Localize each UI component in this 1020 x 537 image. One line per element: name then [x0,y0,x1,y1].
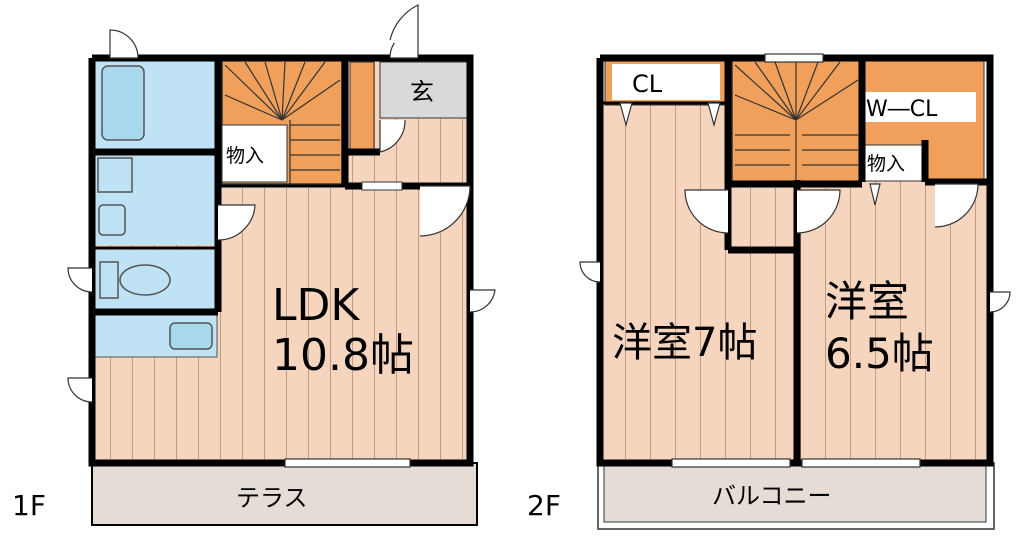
closet-rail [612,64,720,100]
door-swing [469,289,496,313]
door-swing [389,4,419,58]
toilet-icon [119,264,171,296]
door-swing [67,267,93,293]
storage-2f-label: 物入 [867,153,905,175]
storage-2f [863,144,925,182]
closet-label: CL [632,70,663,98]
entrance-label: 玄 [410,78,434,106]
door-swing [684,189,729,234]
balcony-floor [603,465,987,523]
room-center-label: 洋室7帖 [612,320,757,366]
sink-icon [169,322,213,350]
door-swing [379,119,406,153]
washing-machine-icon [97,157,133,193]
window [671,458,791,468]
door-swing [217,204,256,241]
washbasin-icon [98,204,126,236]
door-swing [109,29,139,59]
window [361,181,403,191]
storage-1f [221,124,288,183]
window [284,458,411,468]
window [764,53,824,63]
floor-1f: 物入 玄 [12,4,496,526]
terrace-label: テラス [236,484,308,512]
door-swing [869,183,881,206]
room-west-label: 洋室 [825,277,909,326]
door-swing [619,102,633,128]
door-swing [579,261,601,283]
floor-label-2f: 2F [527,489,561,522]
terrace [91,462,478,526]
door-swing [707,102,721,128]
floor-2f: CL W―CL 物入 [527,53,1011,530]
bathtub-icon [101,65,145,141]
door-swing [934,183,979,228]
ldk-label: LDK [272,280,360,331]
storage-1f-label: 物入 [226,145,264,167]
shoe-closet [349,61,375,153]
door-swing [67,377,93,403]
walkin-closet-label-bg [864,92,976,122]
window [801,458,921,468]
balcony-label: バルコニー [712,482,832,510]
walkin-closet-label: W―CL [866,97,938,122]
door-swing [796,189,841,234]
toilet-tank-icon [99,261,119,299]
ldk-size: 10.8帖 [272,330,414,381]
floor-label-1f: 1F [12,489,46,522]
room-west-size: 6.5帖 [825,329,934,378]
door-swing [419,185,471,237]
door-swing [989,291,1011,313]
room-65jo-floor [797,180,987,462]
